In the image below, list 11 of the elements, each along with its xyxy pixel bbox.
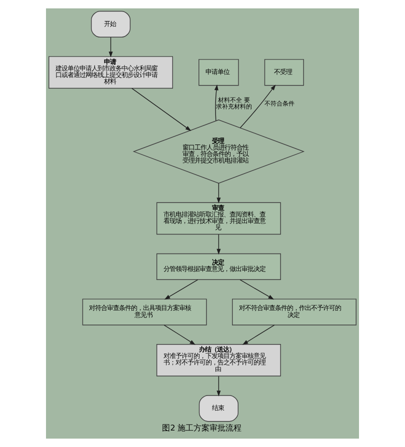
arrow — [164, 324, 196, 345]
arrow — [240, 279, 274, 300]
arrow — [108, 36, 113, 58]
arrow — [164, 279, 198, 300]
arrow — [240, 84, 276, 128]
arrow — [242, 324, 275, 345]
arrow — [216, 376, 221, 396]
arrow — [214, 84, 218, 122]
arrow — [131, 88, 192, 132]
arrow — [216, 182, 221, 204]
arrow — [216, 234, 221, 255]
